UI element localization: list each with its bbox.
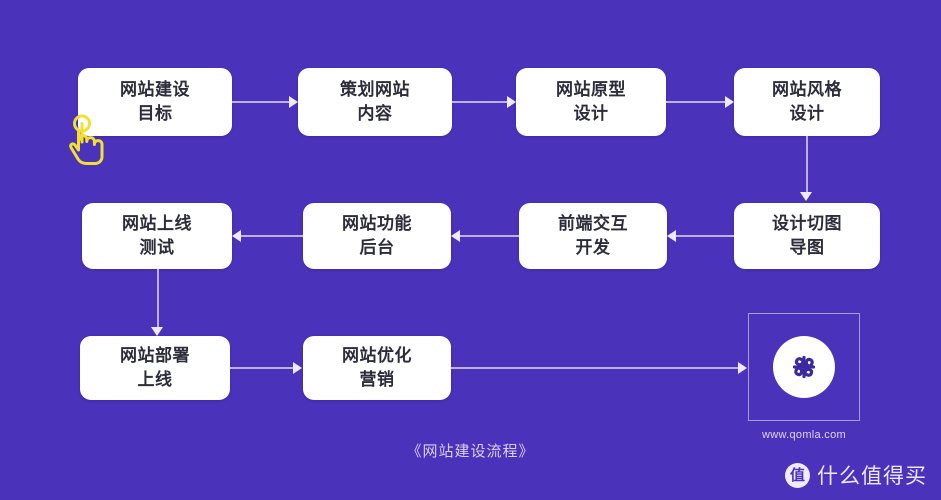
arrow-head-n10-logo (738, 362, 747, 374)
connector-n4-n5 (806, 136, 808, 194)
arrow-head-n8-n9 (151, 327, 163, 336)
flow-node-label: 策划网站 内容 (340, 79, 410, 123)
arrow-head-n4-n5 (800, 192, 812, 201)
connector-n3-n4 (666, 101, 726, 103)
flow-node-n8[interactable]: 网站上线 测试 (82, 203, 232, 269)
flow-node-n2[interactable]: 策划网站 内容 (298, 68, 452, 136)
flow-node-n5[interactable]: 设计切图 导图 (734, 203, 880, 269)
flow-node-label: 网站优化 营销 (342, 345, 412, 389)
arrow-head-n7-n8 (232, 230, 241, 242)
flow-node-n4[interactable]: 网站风格 设计 (734, 68, 880, 136)
watermark: 值 什么值得买 (785, 460, 927, 490)
watermark-text: 什么值得买 (817, 465, 927, 488)
flow-node-n6[interactable]: 前端交互 开发 (519, 203, 667, 269)
flow-node-label: 网站部署 上线 (120, 345, 190, 389)
arrow-head-n9-n10 (293, 362, 302, 374)
connector-n6-n7 (460, 235, 519, 237)
flow-node-label: 设计切图 导图 (772, 213, 842, 257)
flow-node-label: 网站上线 测试 (122, 213, 192, 257)
connector-n8-n9 (157, 269, 159, 329)
flow-node-label: 网站建设 目标 (120, 79, 190, 123)
connector-n1-n2 (232, 101, 290, 103)
flow-node-n7[interactable]: 网站功能 后台 (303, 203, 451, 269)
connector-n9-n10 (230, 367, 294, 369)
arrow-head-n3-n4 (725, 96, 734, 108)
flow-node-n1[interactable]: 网站建设 目标 (78, 68, 232, 136)
logo-circle (773, 336, 835, 398)
watermark-badge: 值 (785, 462, 810, 488)
flow-node-label: 网站风格 设计 (772, 79, 842, 123)
arrow-head-n6-n7 (451, 230, 460, 242)
logo-frame (748, 313, 860, 421)
flow-node-n3[interactable]: 网站原型 设计 (516, 68, 666, 136)
flow-node-label: 网站原型 设计 (556, 79, 626, 123)
logo-url-text: www.qomla.com (762, 429, 846, 441)
flow-node-label: 前端交互 开发 (558, 213, 628, 257)
arrow-head-n5-n6 (667, 230, 676, 242)
connector-n7-n8 (241, 235, 303, 237)
flow-node-n9[interactable]: 网站部署 上线 (80, 336, 230, 400)
diagram-caption: 《网站建设流程》 (406, 443, 535, 460)
qomla-clover-logo-icon (792, 355, 816, 379)
flow-node-n10[interactable]: 网站优化 营销 (303, 336, 451, 400)
connector-n2-n3 (452, 101, 508, 103)
arrow-head-n2-n3 (507, 96, 516, 108)
connector-n5-n6 (676, 235, 734, 237)
connector-n10-logo (451, 367, 739, 369)
flow-node-label: 网站功能 后台 (342, 213, 412, 257)
arrow-head-n1-n2 (289, 96, 298, 108)
